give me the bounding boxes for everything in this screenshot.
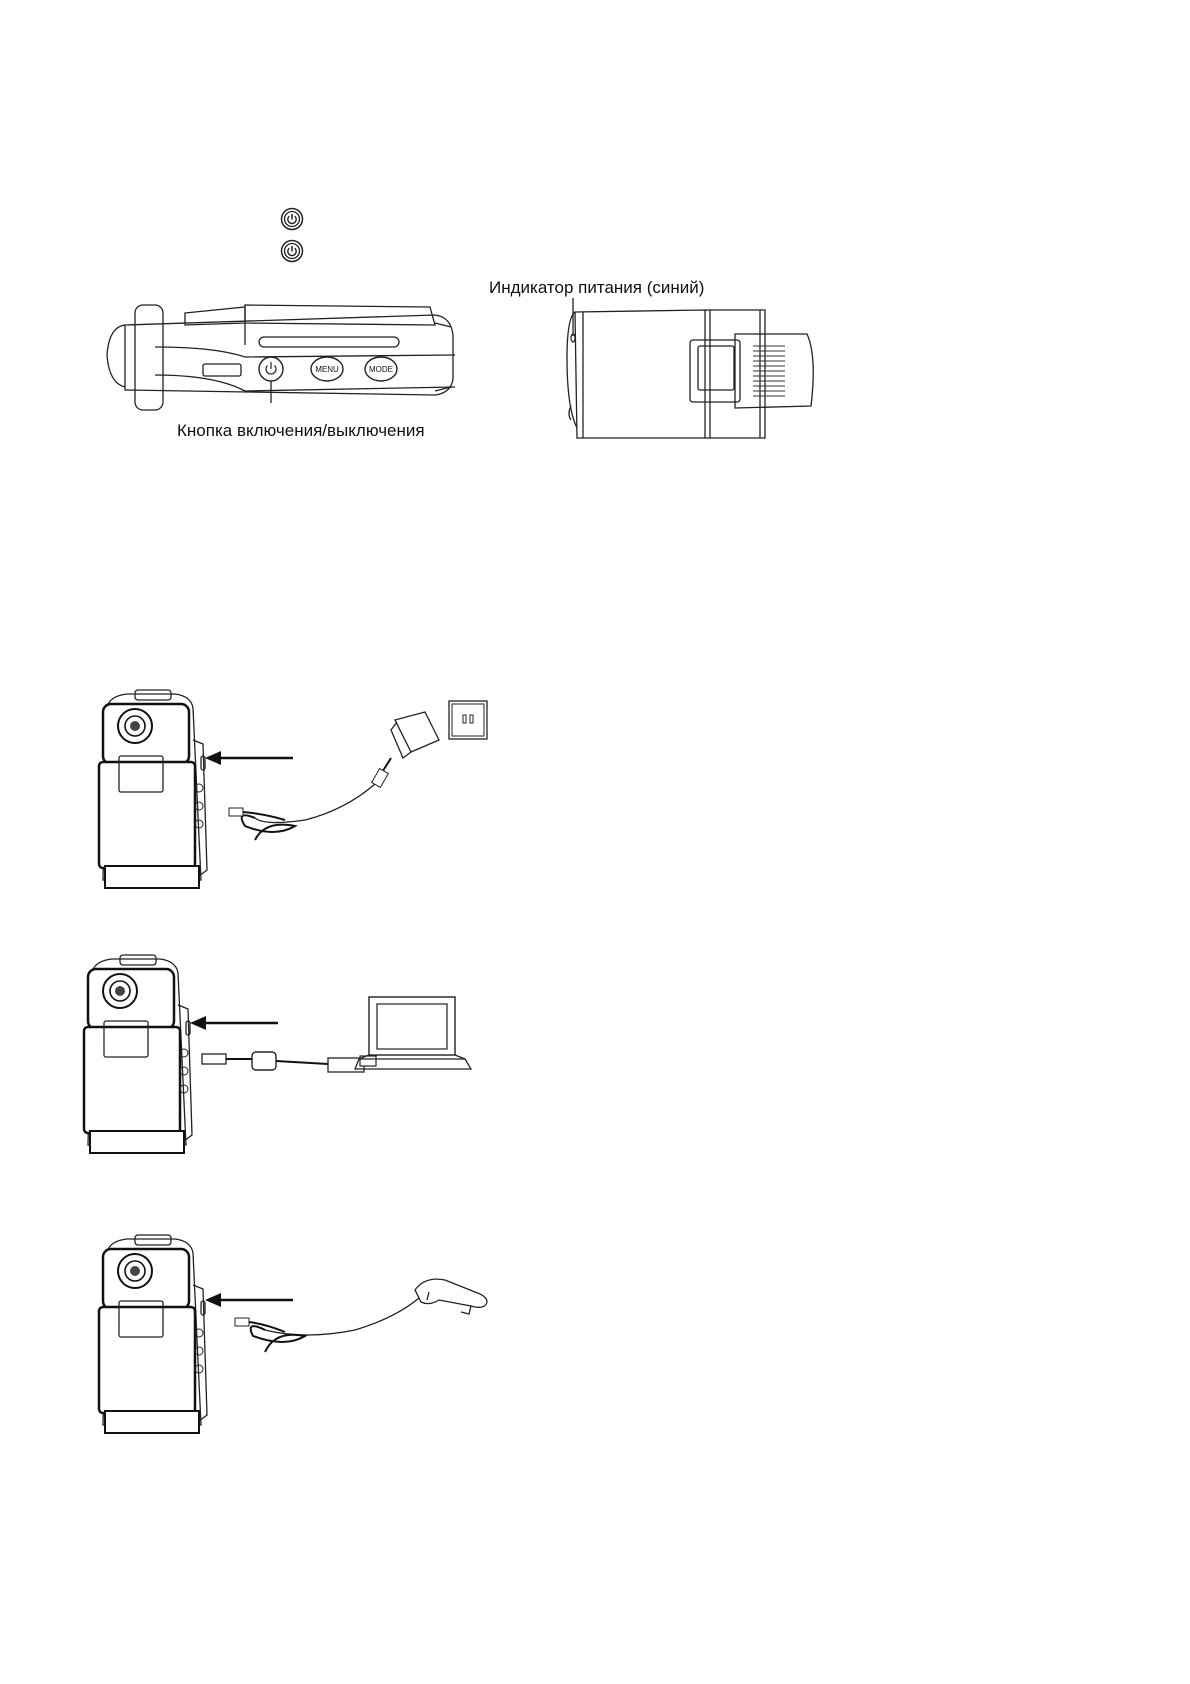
camera-front-view-2 xyxy=(82,954,193,1154)
wall-socket-icon xyxy=(448,700,488,740)
arrow-left-icon xyxy=(190,1016,278,1030)
car-charger-icon xyxy=(234,1278,488,1353)
power-indicator-label: Индикатор питания (синий) xyxy=(489,278,705,297)
camera-front-view-1 xyxy=(97,689,208,889)
camera-top-view: MENU MODE xyxy=(106,304,456,411)
laptop-icon xyxy=(354,996,473,1070)
arrow-left-icon xyxy=(205,1293,293,1307)
power-icon xyxy=(280,239,304,263)
mode-button-label: MODE xyxy=(369,365,393,374)
camera-side-view xyxy=(566,298,814,439)
usb-cable xyxy=(201,1051,377,1073)
power-button-label: Кнопка включения/выключения xyxy=(177,421,425,440)
power-icon xyxy=(280,207,304,231)
arrow-left-icon xyxy=(205,751,293,765)
menu-button-label: MENU xyxy=(315,365,339,374)
camera-front-view-3 xyxy=(97,1234,208,1434)
wall-adapter-cable xyxy=(228,711,440,841)
